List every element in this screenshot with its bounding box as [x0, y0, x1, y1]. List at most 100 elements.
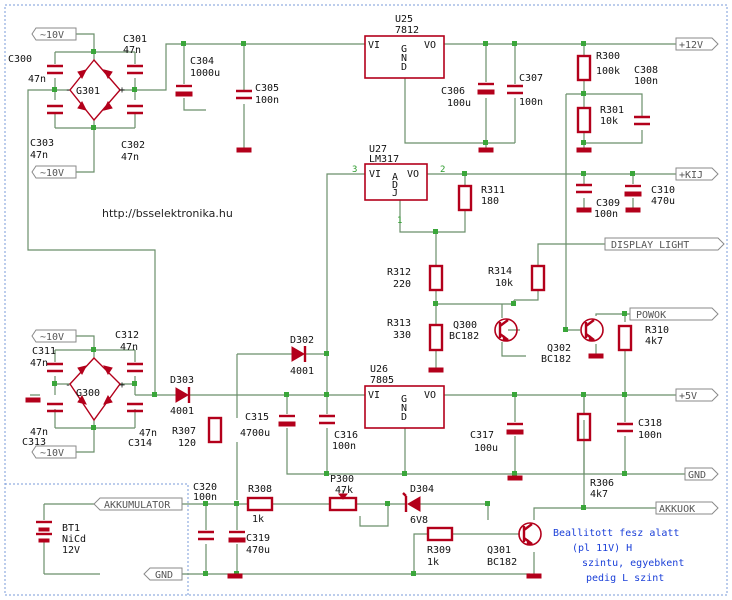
r311-ref: R311	[481, 185, 505, 196]
u27-pin-adj: 1	[397, 216, 402, 226]
c314-ref: C314	[128, 438, 152, 449]
bridge2-minus: -	[65, 380, 71, 391]
u26-type: 7805	[370, 375, 394, 386]
u27-ref: U27	[369, 144, 387, 155]
polarized-capacitors	[175, 82, 642, 543]
c314-val: 47n	[139, 428, 157, 439]
c315-val: 4700u	[240, 428, 270, 439]
resistors	[207, 54, 633, 542]
website-url: http://bsselektronika.hu	[102, 207, 233, 220]
c309-val: 100n	[594, 209, 618, 220]
u25-ref: U25	[395, 14, 413, 25]
r306-ref: R306	[590, 478, 614, 489]
c316-val: 100n	[332, 441, 356, 452]
ac-input-3: ~10V	[40, 332, 64, 343]
c306-ref: C306	[441, 86, 465, 97]
d302-val: 4001	[290, 366, 314, 377]
d304-ref: D304	[410, 484, 434, 495]
c313-val: 47n	[30, 427, 48, 438]
note-line-1: Beallitott fesz alatt	[553, 528, 679, 539]
c317-val: 100u	[474, 443, 498, 454]
port-akkuok: AKKUOK	[659, 504, 695, 515]
c319-val: 470u	[246, 545, 270, 556]
bridge-g301-symbol	[69, 58, 121, 122]
bridge2-plus: +	[119, 380, 125, 391]
r312-ref: R312	[387, 267, 411, 278]
regulator-u27	[364, 163, 428, 201]
c320-ref: C320	[193, 482, 217, 493]
q301-ref: Q301	[487, 545, 511, 556]
q300-ref: Q300	[453, 320, 477, 331]
c310-ref: C310	[651, 185, 675, 196]
c319-ref: C319	[246, 533, 270, 544]
r309-val: 1k	[427, 557, 439, 568]
c312-ref: C312	[115, 330, 139, 341]
u27-vo: VO	[407, 169, 419, 180]
bt1-ref: BT1	[62, 523, 80, 534]
bridge1-name: G301	[76, 86, 100, 97]
port-powok: POWOK	[636, 310, 666, 321]
r310-ref: R310	[645, 325, 669, 336]
q302-val: BC182	[541, 354, 571, 365]
regulator-u26	[364, 385, 445, 429]
port-5v: +5V	[679, 391, 697, 402]
c318-ref: C318	[638, 418, 662, 429]
d304-val: 6V8	[410, 515, 428, 526]
u26-vo: VO	[424, 390, 436, 401]
diodes	[175, 346, 421, 512]
c300-val: 47n	[28, 74, 46, 85]
p300-val: 47k	[335, 485, 353, 496]
potentiometer-p300-symbol	[328, 490, 358, 512]
r310-val: 4k7	[645, 336, 663, 347]
c301-ref: C301	[123, 34, 147, 45]
junctions	[52, 41, 635, 576]
r308-val: 1k	[252, 514, 264, 525]
port-akkumulator: AKKUMULATOR	[104, 500, 171, 511]
ac-input-2: ~10V	[40, 168, 64, 179]
r307-ref: R307	[172, 426, 196, 437]
r314-ref: R314	[488, 266, 512, 277]
d303-val: 4001	[170, 406, 194, 417]
c304-ref: C304	[190, 56, 214, 67]
c316-ref: C316	[334, 430, 358, 441]
p300-ref: P300	[330, 474, 354, 485]
c320-val: 100n	[193, 492, 217, 503]
u26-ref: U26	[370, 364, 388, 375]
c303-val: 47n	[30, 150, 48, 161]
r313-val: 330	[393, 330, 411, 341]
r314-val: 10k	[495, 278, 513, 289]
c311-ref: C311	[32, 346, 56, 357]
q301-val: BC182	[487, 557, 517, 568]
c305-ref: C305	[255, 83, 279, 94]
c313-ref: C313	[22, 437, 46, 448]
r300-val: 100k	[596, 66, 620, 77]
ground-symbols	[25, 147, 641, 579]
u27-type: LM317	[369, 154, 399, 165]
bridge1-minus: -	[65, 85, 71, 96]
d302-ref: D302	[290, 335, 314, 346]
c309-ref: C309	[596, 198, 620, 209]
port-kij: +KIJ	[679, 170, 703, 181]
ac-input-1: ~10V	[40, 30, 64, 41]
bt1-val: 12V	[62, 545, 80, 556]
u26-vi: VI	[368, 390, 380, 401]
sheet-border	[4, 4, 728, 596]
c308-val: 100n	[634, 76, 658, 87]
c302-ref: C302	[121, 140, 145, 151]
c307-val: 100n	[519, 97, 543, 108]
u25-type: 7812	[395, 25, 419, 36]
c311-val: 47n	[30, 358, 48, 369]
r301-val: 10k	[600, 116, 618, 127]
r313-ref: R313	[387, 318, 411, 329]
bt1-type: NiCd	[62, 534, 86, 545]
c315-ref: C315	[245, 412, 269, 423]
r306-val: 4k7	[590, 489, 608, 500]
transistors	[494, 318, 604, 546]
port-shapes	[31, 27, 725, 581]
port-12v: +12V	[679, 40, 703, 51]
c303-ref: C303	[30, 138, 54, 149]
c308-ref: C308	[634, 65, 658, 76]
